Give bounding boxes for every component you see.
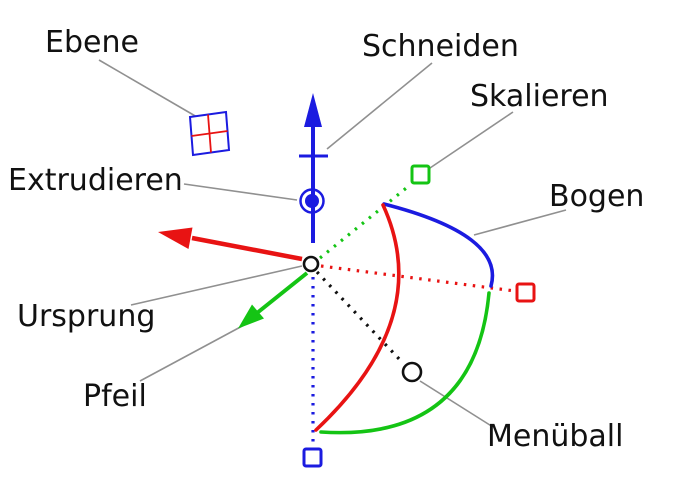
menu-ball-icon [401, 361, 423, 383]
callout-labels: Ebene Schneiden Skalieren Bogen Extrudie… [8, 25, 644, 454]
label-extrudieren: Extrudieren [8, 163, 183, 198]
blue-arrowhead-icon [304, 93, 322, 127]
scale-handle-icon [410, 164, 431, 185]
label-schneiden: Schneiden [362, 29, 519, 64]
label-pfeil: Pfeil [83, 379, 147, 414]
menuball-dotted-line [315, 270, 404, 364]
arc-blue [382, 202, 495, 288]
arc-green [319, 291, 491, 435]
arc-red [314, 203, 401, 432]
extrude-ring-icon [299, 188, 325, 214]
rotation-arcs [314, 202, 495, 435]
leader-bogen [473, 209, 567, 236]
red-arrow-shaft [191, 235, 303, 262]
leader-ebene [98, 59, 198, 118]
label-ursprung: Ursprung [17, 299, 155, 334]
blue-axis-handle-icon [302, 447, 323, 468]
red-arrow [158, 227, 303, 262]
plane-icon [188, 110, 231, 157]
leader-menueball [419, 380, 494, 428]
label-bogen: Bogen [549, 179, 644, 214]
green-arrowhead-icon [238, 304, 264, 329]
leader-lines [98, 59, 567, 428]
origin-point-icon [302, 255, 320, 273]
label-ebene: Ebene [45, 25, 139, 60]
leader-pfeil [139, 323, 247, 382]
leader-schneiden [326, 62, 433, 150]
red-axis-dotted-line [320, 264, 516, 293]
leader-skalieren [429, 111, 514, 169]
red-arrowhead-icon [158, 227, 193, 249]
dotted-axes [311, 183, 516, 446]
axis-handles [302, 164, 536, 468]
label-menueball: Menüball [487, 419, 623, 454]
extrude-dot-icon [305, 194, 319, 208]
label-skalieren: Skalieren [470, 79, 609, 114]
extrude-handle [299, 188, 325, 214]
leader-ursprung [130, 265, 303, 306]
scale-axis-dotted-line [318, 183, 412, 260]
green-arrow-shaft [255, 271, 309, 315]
red-axis-handle-icon [515, 282, 536, 303]
blue-arrow [299, 93, 328, 243]
green-arrow [238, 271, 309, 329]
leader-extrudieren [183, 183, 298, 201]
plane-cross-horizontal-icon [191, 130, 228, 137]
